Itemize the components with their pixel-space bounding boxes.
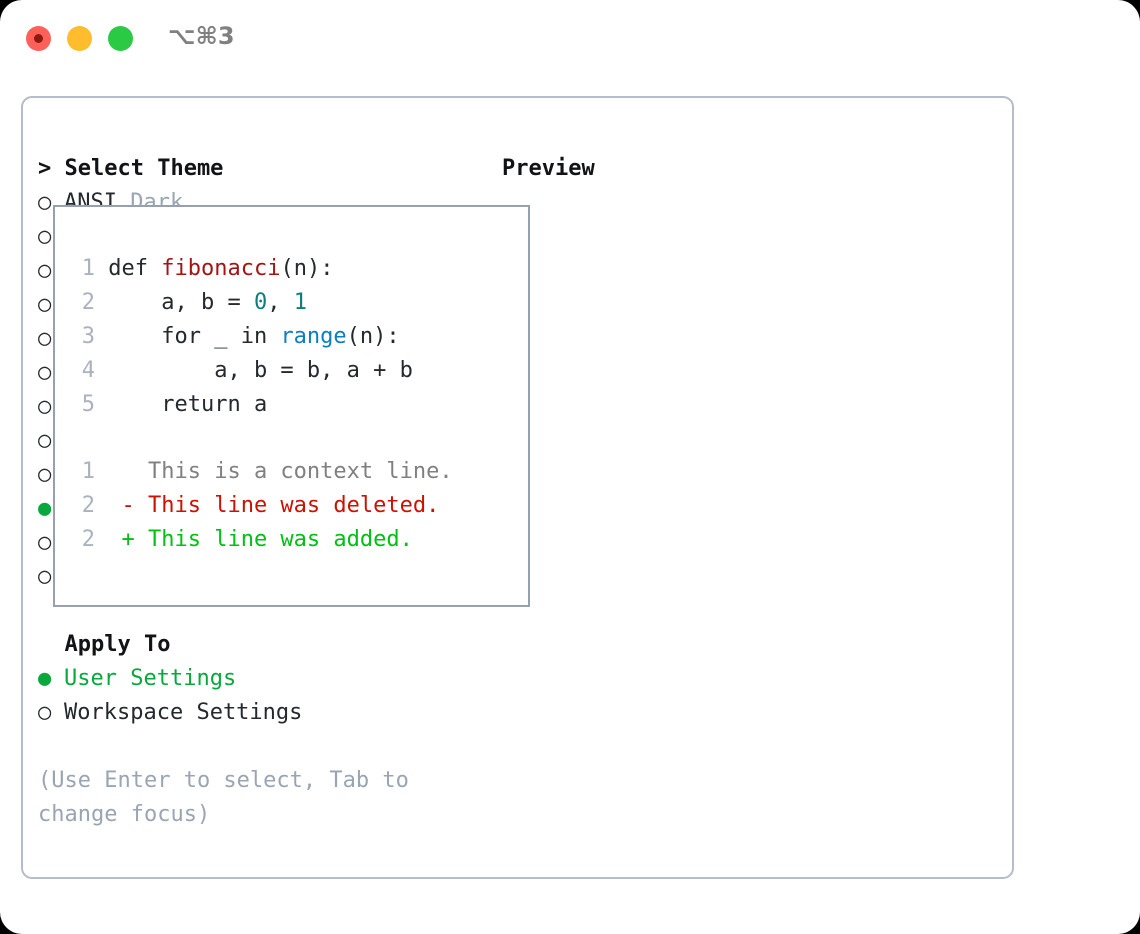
radio-unselected-icon: ○	[38, 258, 65, 283]
code-token-num: 1	[293, 290, 307, 315]
code-line-number: 1	[81, 256, 95, 281]
code-line: 2 a, b = 0, 1	[73, 286, 413, 320]
code-gutter-gap	[95, 324, 108, 349]
code-gutter-gap	[95, 290, 108, 315]
radio-unselected-icon: ○	[38, 326, 65, 351]
code-token-plain: return a	[108, 392, 268, 417]
keyboard-hint-text: (Use Enter to select, Tab to change focu…	[38, 768, 423, 827]
code-line: 4 a, b = b, a + b	[73, 354, 413, 388]
diff-line: 2 - This line was deleted.	[73, 489, 453, 523]
diff-sample: 1 This is a context line.2 - This line w…	[73, 455, 453, 557]
radio-unselected-icon: ○	[38, 462, 65, 487]
code-token-plain: for _ in	[108, 324, 281, 349]
code-line-number: 3	[81, 324, 95, 349]
diff-line-number: 1	[81, 459, 95, 484]
radio-unselected-icon: ○	[38, 224, 65, 249]
radio-selected-icon: ●	[38, 666, 65, 691]
diff-text: This line was deleted.	[147, 493, 440, 518]
select-theme-header: > Select Theme	[38, 156, 224, 181]
diff-marker	[95, 459, 148, 484]
diff-line: 2 + This line was added.	[73, 523, 453, 557]
radio-unselected-icon: ○	[38, 564, 65, 589]
diff-text: This is a context line.	[147, 459, 453, 484]
code-gutter-gap	[95, 392, 108, 417]
keyboard-shortcut-label: ⌥⌘3	[168, 22, 235, 50]
code-gutter-gap	[95, 256, 108, 281]
radio-unselected-icon: ○	[38, 530, 65, 555]
minimize-window-button[interactable]	[67, 26, 92, 51]
code-line-number: 5	[81, 392, 95, 417]
diff-text: This line was added.	[147, 527, 413, 552]
code-token-plain: ,	[267, 290, 294, 315]
radio-unselected-icon: ○	[38, 700, 65, 725]
apply-to-list: ● User Settings○ Workspace Settings	[38, 662, 478, 730]
preview-title: Preview	[502, 156, 595, 181]
close-window-button[interactable]	[26, 26, 51, 51]
apply-to-option[interactable]: ○ Workspace Settings	[38, 696, 478, 730]
hint-spacer	[38, 730, 478, 764]
code-token-call: range	[280, 324, 347, 349]
code-line: 1 def fibonacci(n):	[73, 252, 413, 286]
code-token-plain: a, b =	[108, 290, 254, 315]
code-token-num: 0	[253, 290, 268, 315]
code-token-plain: (n):	[280, 256, 334, 281]
apply-to-label: Workspace Settings	[64, 700, 303, 725]
diff-marker: +	[95, 527, 148, 552]
radio-unselected-icon: ○	[38, 292, 65, 317]
diff-line-number: 2	[81, 493, 95, 518]
code-token-func: fibonacci	[161, 256, 281, 281]
code-token-plain: def	[108, 256, 162, 281]
radio-selected-icon: ●	[38, 496, 65, 521]
code-line-number: 2	[81, 290, 95, 315]
radio-unselected-icon: ○	[38, 190, 65, 215]
diff-marker: -	[95, 493, 148, 518]
code-line: 3 for _ in range(n):	[73, 320, 413, 354]
code-line-number: 4	[81, 358, 95, 383]
code-line: 5 return a	[73, 388, 413, 422]
radio-unselected-icon: ○	[38, 394, 65, 419]
preview-column: Preview	[502, 152, 1002, 186]
radio-unselected-icon: ○	[38, 360, 65, 385]
radio-unselected-icon: ○	[38, 428, 65, 453]
title-bar: ⌥⌘3	[0, 0, 1140, 78]
diff-line: 1 This is a context line.	[73, 455, 453, 489]
code-token-plain: (n):	[346, 324, 400, 349]
apply-to-label: User Settings	[64, 666, 237, 691]
code-gutter-gap	[95, 358, 108, 383]
code-token-plain: a, b = b, a + b	[108, 358, 413, 383]
close-icon	[34, 34, 43, 43]
diff-line-number: 2	[81, 527, 95, 552]
apply-to-option[interactable]: ● User Settings	[38, 662, 478, 696]
apply-to-header: Apply To	[38, 632, 171, 657]
maximize-window-button[interactable]	[108, 26, 133, 51]
content-panel: > Select Theme ○ ANSI Dark○ Atom One Dar…	[21, 96, 1014, 879]
